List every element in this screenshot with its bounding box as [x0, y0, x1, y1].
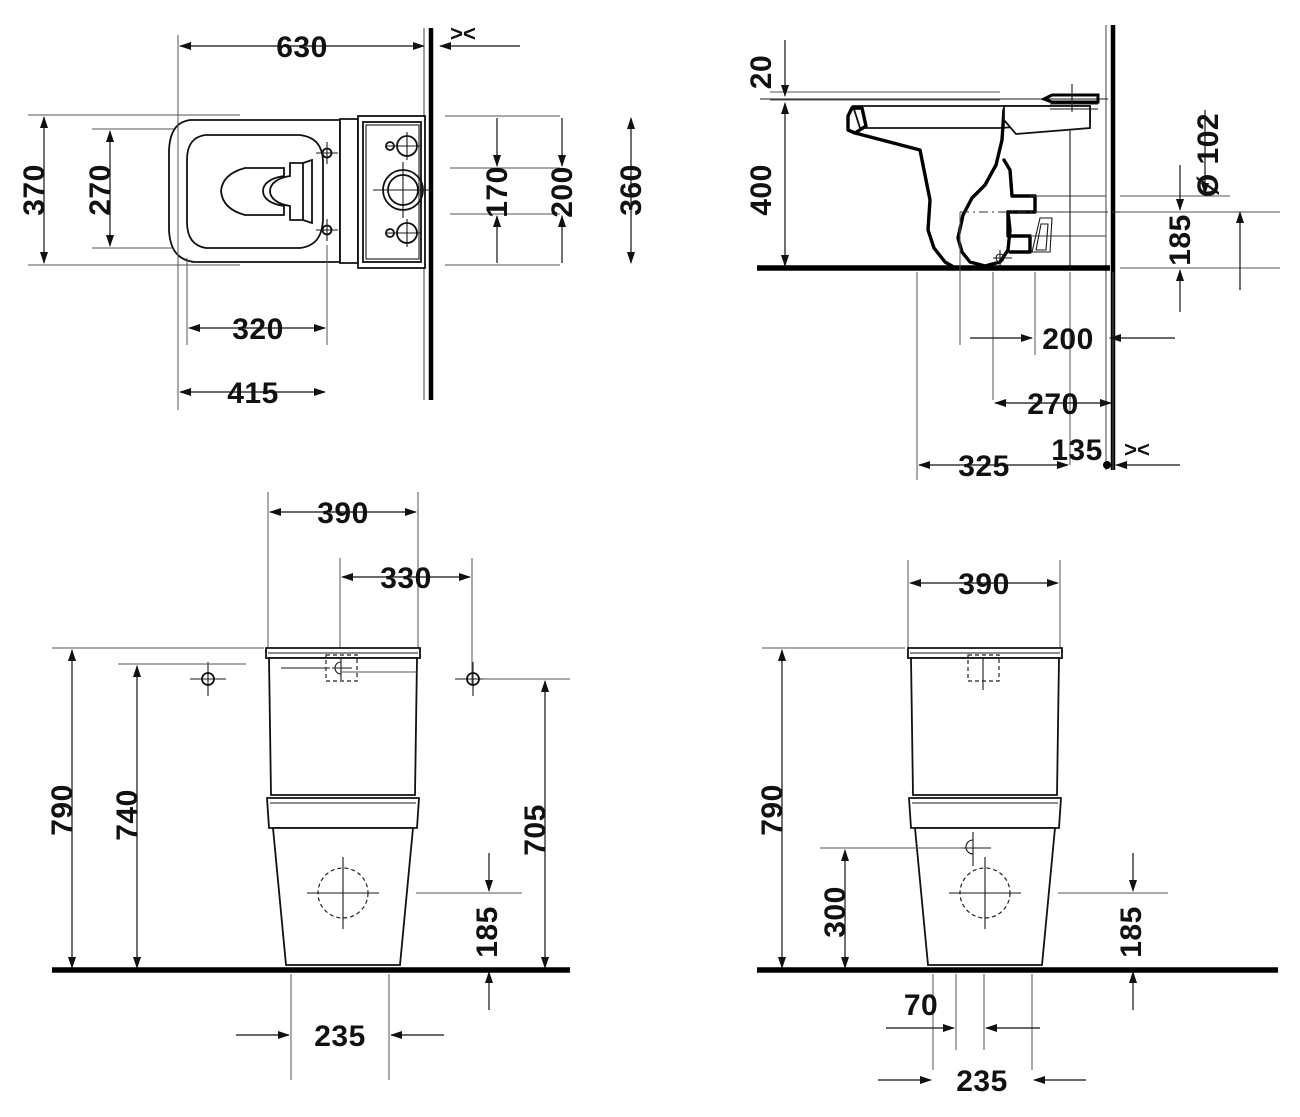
- dim-label-630: 630: [276, 31, 328, 64]
- dim-705-left: 705: [519, 680, 552, 969]
- dim-label-135-side: 135: [1051, 434, 1103, 467]
- dim-235-left: 235: [236, 974, 444, 1080]
- side-toilet-body: [760, 84, 1120, 268]
- dim-label-390-left: 390: [317, 497, 369, 530]
- plan-cistern-hole-top: [385, 132, 422, 160]
- dim-label-170: 170: [481, 166, 514, 218]
- dim-300-right: 300: [819, 847, 962, 969]
- dim-185-side: 185: [1120, 165, 1280, 312]
- plan-outlet-circle: [373, 162, 433, 218]
- front-left-mount-hole-right: [455, 662, 570, 696]
- dim-label-740-left: 740: [111, 789, 144, 841]
- dim-label-235-left: 235: [314, 1020, 366, 1053]
- dim-label-325-side: 325: [958, 450, 1010, 483]
- dim-label-270-side: 270: [1027, 388, 1079, 421]
- dim-400: 400: [745, 102, 789, 267]
- dim-label-400: 400: [745, 164, 778, 216]
- dim-label-270: 270: [84, 164, 117, 216]
- dim-label-185-side: 185: [1164, 214, 1197, 266]
- dim-label-20: 20: [745, 55, 778, 89]
- plan-bolt-marker-bottom: [316, 219, 338, 241]
- dim-415: 415: [177, 125, 326, 410]
- front-right-outlet: [949, 857, 1021, 929]
- dim-label-790-right: 790: [756, 784, 789, 836]
- dim-630: 630: [177, 31, 425, 125]
- dim-label-790-left: 790: [46, 784, 79, 836]
- front-left-toilet: [265, 647, 421, 966]
- dim-label-200-plan: 200: [546, 166, 579, 218]
- front-right-view: 390: [756, 560, 1278, 1098]
- dim-label-705-left: 705: [519, 804, 552, 856]
- side-view: 20 400 Ø 102 185: [745, 25, 1280, 483]
- dim-label-415: 415: [227, 377, 279, 410]
- dim-label-185-left: 185: [471, 906, 504, 958]
- dim-label-320: 320: [232, 313, 284, 346]
- dim-label-70-right: 70: [904, 989, 938, 1022]
- dim-20: 20: [745, 40, 1000, 101]
- dim-790-left: 790: [46, 647, 264, 969]
- dim-label-300-right: 300: [819, 886, 852, 938]
- dim-790-right: 790: [756, 647, 905, 969]
- plan-view: 630 >< 370 270: [18, 21, 648, 410]
- plan-cistern: [357, 115, 426, 269]
- plan-toilet-body: [168, 118, 359, 264]
- dim-235-right: 235: [878, 1065, 1086, 1098]
- dim-390-left: 390: [267, 492, 419, 650]
- flush-button-centermark: [332, 658, 352, 680]
- dim-label-200-side: 200: [1042, 323, 1094, 356]
- dim-label-390-right: 390: [958, 568, 1010, 601]
- plan-wall-symbol: ><: [450, 21, 476, 46]
- side-wall-marker: ><: [1103, 437, 1180, 469]
- dim-200-plan: 200: [546, 118, 579, 263]
- dim-185-left: 185: [416, 853, 522, 1010]
- dim-label-185-right: 185: [1115, 906, 1148, 958]
- dim-330-left: 330: [339, 558, 473, 685]
- dim-label-dia102: Ø 102: [1192, 113, 1225, 197]
- dim-390-right: 390: [907, 560, 1061, 650]
- dim-70-right: 70: [886, 974, 1040, 1070]
- dim-360: 360: [615, 117, 648, 264]
- plan-bolt-marker-top: [316, 142, 338, 164]
- front-right-toilet: [907, 647, 1063, 966]
- dim-270-side: 270: [994, 388, 1112, 421]
- dim-label-330-left: 330: [380, 562, 432, 595]
- plan-cistern-hole-bottom: [385, 219, 422, 247]
- dim-170: 170: [445, 115, 560, 266]
- dim-label-370: 370: [18, 164, 51, 216]
- dim-dia102: Ø 102: [1120, 110, 1230, 197]
- dim-label-235-right: 235: [956, 1065, 1008, 1098]
- dim-label-360: 360: [615, 164, 648, 216]
- dim-185-right: 185: [1058, 853, 1168, 1010]
- dim-200-side: 200: [959, 212, 1175, 356]
- dim-325-side: 325: [918, 450, 1069, 483]
- side-wall-symbol: ><: [1124, 437, 1150, 462]
- side-extension-lines: [916, 272, 1114, 480]
- dim-740-left: 740: [111, 663, 246, 969]
- dim-135-side: 135: [1051, 434, 1103, 467]
- front-left-outlet: [307, 857, 379, 929]
- plan-wall-marker: ><: [439, 21, 520, 50]
- front-left-view: 390 330: [46, 492, 570, 1080]
- dim-320: 320: [186, 245, 328, 346]
- dim-370: 370: [18, 114, 240, 266]
